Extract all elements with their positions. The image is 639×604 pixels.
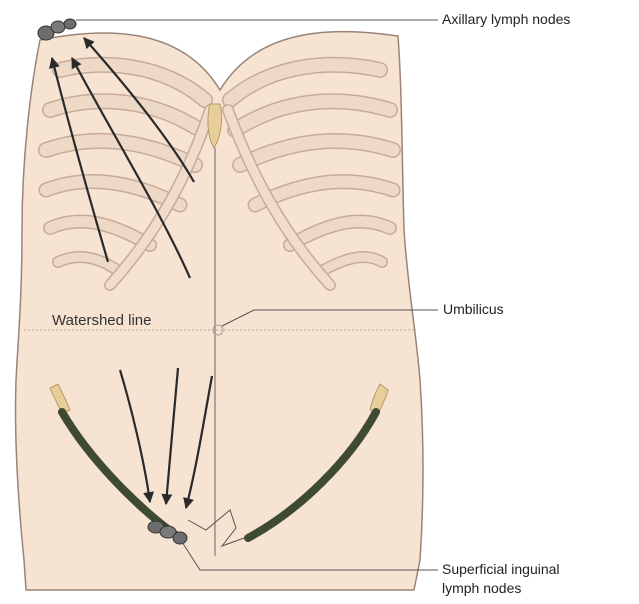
inguinal-label-line-2: lymph nodes [442,579,560,598]
axillary-lymph-nodes-label: Axillary lymph nodes [442,11,570,28]
umbilicus-label: Umbilicus [443,301,504,318]
inguinal-label-line-1: Superficial inguinal [442,560,560,579]
watershed-line-label: Watershed line [52,312,152,329]
superficial-inguinal-label: Superficial inguinal lymph nodes [442,560,560,598]
